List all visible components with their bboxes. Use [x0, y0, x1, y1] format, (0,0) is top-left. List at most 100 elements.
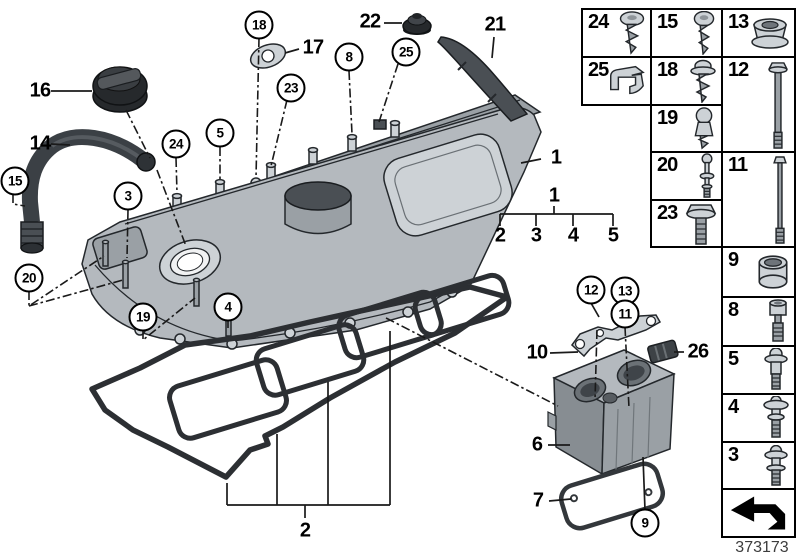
hose-elbow — [136, 152, 156, 172]
legend-cell-19[interactable]: 19 — [650, 104, 723, 153]
oil-separator-dome — [284, 181, 352, 235]
flange-bolt-icon — [685, 203, 717, 245]
tree-brackets — [226, 206, 614, 518]
legend-cell-8[interactable]: 8 — [721, 296, 796, 347]
ball-stud-icon — [694, 106, 714, 149]
flange-nut-icon — [751, 18, 789, 49]
callout-21[interactable]: 21 — [484, 13, 506, 36]
drawing-code: 373173 — [735, 539, 789, 556]
legend-label-5: 5 — [728, 348, 739, 370]
inner-gasket-4 — [412, 272, 512, 338]
callout-23[interactable]: 23 — [276, 73, 306, 103]
hex-bolt-long-icon — [768, 61, 788, 149]
callout-7[interactable]: 7 — [532, 489, 544, 512]
callout-18[interactable]: 18 — [244, 10, 274, 40]
housing-gasket-7 — [558, 461, 666, 531]
ball-pin-icon — [699, 153, 715, 198]
callout-5[interactable]: 5 — [205, 118, 235, 148]
tree-item-5[interactable]: 5 — [607, 224, 619, 247]
stud-long-icon — [773, 155, 787, 244]
shoulder-screw-icon — [764, 348, 788, 390]
oil-filler-opening — [158, 239, 222, 285]
legend-cell-3[interactable]: 3 — [721, 441, 796, 490]
legend-cell-24[interactable]: 24 — [581, 8, 652, 58]
callout-24[interactable]: 24 — [161, 129, 191, 159]
callout-4[interactable]: 4 — [213, 292, 243, 322]
shoulder-screw-icon — [763, 396, 789, 438]
callout-25[interactable]: 25 — [391, 37, 421, 67]
housing-bore-left — [573, 377, 607, 403]
gasket-set — [89, 272, 512, 480]
callout-20[interactable]: 20 — [14, 263, 44, 293]
callout-15[interactable]: 15 — [0, 166, 30, 196]
legend-cell-25[interactable]: 25 — [581, 56, 652, 106]
tree-item-2[interactable]: 2 — [494, 224, 506, 247]
cover-trim-strip-21 — [437, 36, 529, 122]
callout-11[interactable]: 11 — [610, 299, 640, 329]
cover-end-dome — [383, 133, 513, 237]
sleeve-bushing-icon — [758, 255, 788, 289]
direction-arrow-icon — [730, 496, 786, 530]
legend-cell-9[interactable]: 9 — [721, 246, 796, 298]
leader-lines — [12, 22, 684, 511]
legend-cell-15[interactable]: 15 — [650, 8, 723, 58]
legend-label-11: 11 — [728, 154, 748, 176]
legend-cell-18[interactable]: 18 — [650, 56, 723, 106]
legend-label-25: 25 — [588, 59, 609, 81]
legend-label-12: 12 — [728, 59, 749, 81]
tree-item-4[interactable]: 4 — [567, 224, 579, 247]
tree-item-3[interactable]: 3 — [530, 224, 542, 247]
legend-label-18: 18 — [657, 59, 678, 81]
callout-12[interactable]: 12 — [576, 275, 606, 305]
housing-bore-right — [616, 359, 652, 387]
callout-16[interactable]: 16 — [29, 79, 51, 102]
socket-head-screw-icon — [769, 298, 787, 342]
callout-10[interactable]: 10 — [526, 341, 548, 364]
legend-cell-12[interactable]: 12 — [721, 56, 796, 153]
callout-1[interactable]: 1 — [550, 146, 562, 169]
rubber-seal-26 — [647, 339, 679, 364]
outer-gasket — [89, 284, 510, 480]
lower-housing — [547, 349, 676, 476]
hose-spout — [20, 221, 44, 254]
callout-14[interactable]: 14 — [29, 132, 51, 155]
legend-cell-arrow[interactable] — [721, 488, 796, 538]
legend-label-24: 24 — [588, 11, 609, 33]
shoulder-screw-icon — [764, 444, 788, 486]
legend-label-20: 20 — [657, 154, 678, 176]
legend-label-19: 19 — [657, 107, 678, 129]
tapping-screw-icon — [619, 11, 645, 55]
tree-root-1[interactable]: 1 — [548, 184, 560, 207]
rubber-grommet-22 — [402, 13, 432, 35]
legend-cell-11[interactable]: 11 — [721, 151, 796, 248]
legend-cell-20[interactable]: 20 — [650, 151, 723, 201]
oil-filler-cap — [92, 66, 148, 113]
inner-gasket-1 — [167, 357, 289, 441]
inner-gasket-3 — [336, 289, 444, 361]
legend-label-8: 8 — [728, 299, 739, 321]
legend-label-9: 9 — [728, 249, 739, 271]
callout-8[interactable]: 8 — [334, 42, 364, 72]
legend-label-23: 23 — [657, 202, 678, 224]
callout-26[interactable]: 26 — [687, 340, 709, 363]
holder-bracket-10 — [570, 314, 662, 358]
gasket-ring-17 — [249, 43, 287, 69]
callout-2[interactable]: 2 — [299, 519, 311, 542]
legend-cell-4[interactable]: 4 — [721, 393, 796, 443]
callout-19[interactable]: 19 — [128, 302, 158, 332]
legend-cell-5[interactable]: 5 — [721, 345, 796, 395]
legend-cell-13[interactable]: 13 — [721, 8, 796, 58]
pan-head-screw-icon — [693, 11, 715, 55]
callout-22[interactable]: 22 — [359, 10, 381, 33]
callout-17[interactable]: 17 — [302, 36, 324, 59]
legend-label-15: 15 — [657, 11, 678, 33]
callout-6[interactable]: 6 — [531, 433, 543, 456]
inner-gasket-2 — [253, 322, 367, 398]
washer-screw-icon — [690, 59, 716, 103]
legend-label-4: 4 — [728, 396, 739, 418]
callout-9[interactable]: 9 — [630, 508, 660, 538]
legend-cell-23[interactable]: 23 — [650, 199, 723, 248]
callout-3[interactable]: 3 — [113, 181, 143, 211]
